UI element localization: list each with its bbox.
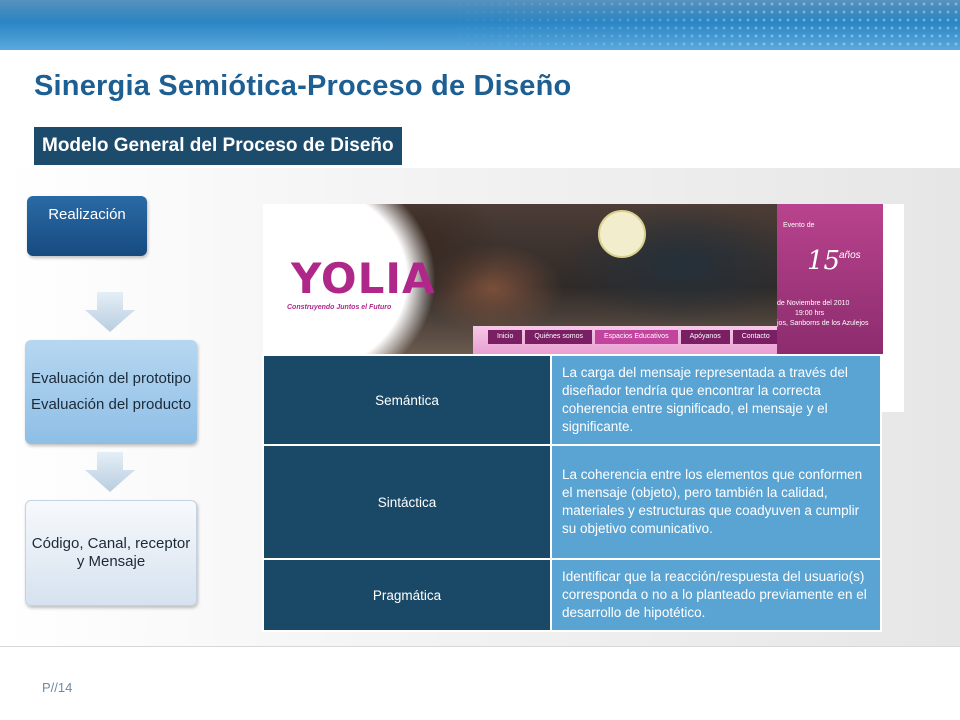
nav-item-espacios: Espacios Educativos — [594, 330, 678, 344]
down-arrow-icon — [85, 452, 135, 492]
poster-anos: años — [839, 250, 861, 261]
flow-step-evaluacion: Evaluación del prototipo Evaluación del … — [25, 340, 197, 444]
flow-step-label: Código, Canal, receptor y Mensaje — [31, 535, 191, 570]
header-dot-pattern — [440, 0, 960, 50]
footer-divider — [0, 646, 960, 647]
poster-hora: 19:00 hrs — [795, 310, 825, 317]
website-screenshot-image: YOLIA Construyendo Juntos el Futuro Inic… — [263, 204, 885, 354]
flow-step-line: Evaluación del prototipo — [30, 370, 192, 387]
poster-quince: 15 — [807, 246, 841, 276]
table-row: Semántica La carga del mensaje represent… — [262, 354, 882, 446]
slide-subtitle: Modelo General del Proceso de Diseño — [34, 127, 402, 165]
header-sheen — [0, 0, 960, 22]
flow-step-realizacion: Realización — [27, 196, 147, 256]
table-row: Sintáctica La coherencia entre los eleme… — [262, 444, 882, 560]
term-cell: Semántica — [262, 354, 552, 446]
down-arrow-icon — [85, 292, 135, 332]
term-cell: Pragmática — [262, 558, 552, 632]
flow-step-label: Realización — [48, 206, 126, 223]
poster-evento: Evento de — [783, 222, 815, 229]
nav-item-inicio: Inicio — [488, 330, 523, 344]
description-cell: La carga del mensaje representada a trav… — [550, 354, 882, 446]
sun-drawing-icon — [598, 210, 646, 258]
poster-fecha: de Noviembre del 2010 — [777, 300, 850, 307]
semiotic-table: Semántica La carga del mensaje represent… — [262, 354, 882, 632]
logo-background — [263, 204, 473, 354]
description-cell: La coherencia entre los elementos que co… — [550, 444, 882, 560]
logo-tagline: Construyendo Juntos el Futuro — [287, 304, 392, 311]
term-cell: Sintáctica — [262, 444, 552, 560]
page-number: P//14 — [42, 680, 73, 695]
slide-title: Sinergia Semiótica-Proceso de Diseño — [34, 70, 572, 102]
flow-step-line: Evaluación del producto — [30, 396, 192, 413]
poster-lugar: jos, Sanborns de los Azulejos — [777, 320, 869, 327]
flow-step-codigo: Código, Canal, receptor y Mensaje — [25, 500, 197, 606]
website-nav: Inicio Quiénes somos Espacios Educativos… — [488, 330, 779, 344]
yolia-logo: YOLIA — [291, 254, 436, 303]
event-poster: Evento de 15 años de Noviembre del 2010 … — [777, 204, 883, 354]
nav-item-apoyanos: Apóyanos — [680, 330, 730, 344]
description-cell: Identificar que la reacción/respuesta de… — [550, 558, 882, 632]
table-row: Pragmática Identificar que la reacción/r… — [262, 558, 882, 632]
nav-item-quienes: Quiénes somos — [525, 330, 592, 344]
nav-item-contacto: Contacto — [732, 330, 779, 344]
header-bar — [0, 0, 960, 50]
